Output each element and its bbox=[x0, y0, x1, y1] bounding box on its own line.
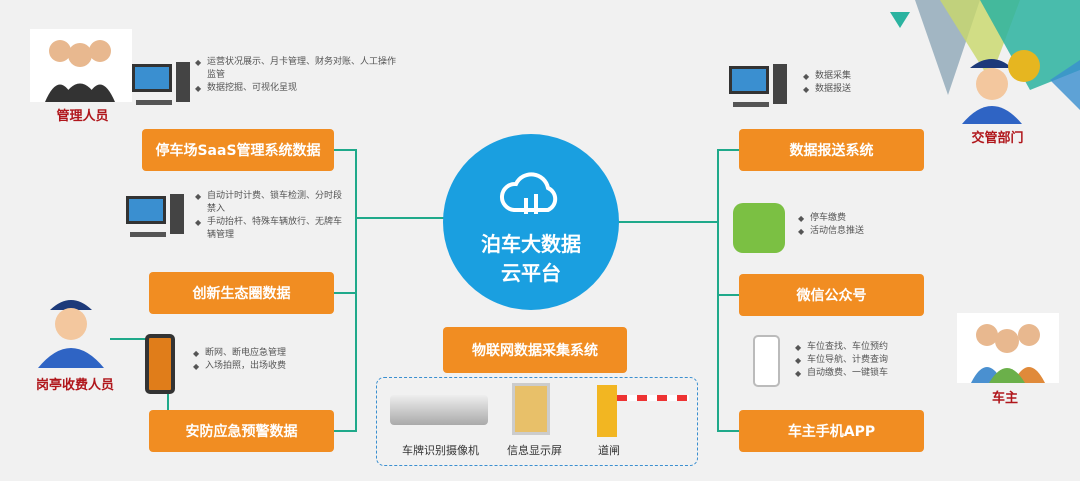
note-item: 车位导航、计费查询 bbox=[795, 354, 915, 367]
note-item: 数据采集 bbox=[803, 70, 913, 83]
decorative-triangles bbox=[890, 0, 1080, 110]
display-screen-icon bbox=[512, 383, 550, 435]
notes-wechat: 停车缴费 活动信息推送 bbox=[798, 212, 908, 238]
role-toll-collector: 岗亭收费人员 bbox=[35, 378, 114, 393]
notes-app: 车位查找、车位预约 车位导航、计费查询 自动缴费、一键锁车 bbox=[795, 341, 915, 380]
note-item: 入场拍照，出场收费 bbox=[193, 360, 323, 373]
security-alert-data-box: 安防应急预警数据 bbox=[149, 410, 334, 452]
note-item: 活动信息推送 bbox=[798, 225, 908, 238]
role-managers: 管理人员 bbox=[56, 109, 109, 124]
note-item: 断网、断电应急管理 bbox=[193, 347, 323, 360]
devices-group bbox=[376, 377, 698, 466]
toll-collector-image bbox=[30, 288, 112, 368]
role-traffic-dept: 交管部门 bbox=[971, 131, 1024, 146]
police-officer-icon bbox=[38, 300, 104, 368]
computer-icon bbox=[729, 64, 787, 107]
handheld-terminal-icon bbox=[145, 334, 175, 394]
people-icon bbox=[971, 324, 1045, 383]
note-item: 数据挖掘、可视化呈现 bbox=[195, 82, 400, 95]
notes-security: 断网、断电应急管理 入场拍照，出场收费 bbox=[193, 347, 323, 373]
platform-title: 泊车大数据 bbox=[481, 232, 581, 256]
note-item: 运营状况展示、月卡管理、财务对账、人工操作监管 bbox=[195, 56, 400, 82]
role-car-owners: 车主 bbox=[991, 391, 1018, 406]
mobile-app-box: 车主手机APP bbox=[739, 410, 924, 452]
connector bbox=[718, 430, 740, 432]
note-item: 停车缴费 bbox=[798, 212, 908, 225]
notes-report: 数据采集 数据报送 bbox=[803, 70, 913, 96]
people-icon bbox=[45, 40, 115, 102]
left-trunk-line bbox=[355, 149, 357, 432]
connector bbox=[334, 149, 356, 151]
device-label: 道闸 bbox=[598, 444, 620, 457]
barrier-gate-icon bbox=[597, 385, 617, 437]
device-label: 信息显示屏 bbox=[507, 444, 562, 457]
camera-icon bbox=[390, 395, 488, 425]
device-label: 车牌识别摄像机 bbox=[402, 444, 479, 457]
car-owners-image bbox=[957, 313, 1059, 383]
computer-icon bbox=[126, 194, 184, 237]
saas-data-box: 停车场SaaS管理系统数据 bbox=[142, 129, 334, 171]
platform-subtitle: 云平台 bbox=[501, 261, 561, 285]
notes-ecosystem: 自动计时计费、锁车检测、分时段禁入 手动抬杆、特殊车辆放行、无牌车辆管理 bbox=[195, 190, 350, 242]
note-item: 数据报送 bbox=[803, 83, 913, 96]
note-item: 自动计时计费、锁车检测、分时段禁入 bbox=[195, 190, 350, 216]
connector bbox=[718, 149, 740, 151]
wechat-icon bbox=[733, 203, 785, 253]
data-report-box: 数据报送系统 bbox=[739, 129, 924, 171]
note-item: 车位查找、车位预约 bbox=[795, 341, 915, 354]
cloud-icon bbox=[500, 172, 558, 214]
connector bbox=[334, 430, 356, 432]
connector bbox=[718, 294, 740, 296]
connector bbox=[356, 217, 446, 219]
computer-icon bbox=[132, 62, 190, 105]
connector bbox=[334, 292, 356, 294]
wechat-box: 微信公众号 bbox=[739, 274, 924, 316]
connector bbox=[612, 221, 718, 223]
connector bbox=[110, 338, 168, 340]
iot-box: 物联网数据采集系统 bbox=[443, 327, 627, 373]
barrier-arm bbox=[617, 395, 689, 401]
traffic-police-image bbox=[962, 44, 1044, 124]
police-badge-icon bbox=[962, 50, 1040, 124]
note-item: 自动缴费、一键锁车 bbox=[795, 367, 915, 380]
notes-saas: 运营状况展示、月卡管理、财务对账、人工操作监管 数据挖掘、可视化呈现 bbox=[195, 56, 400, 95]
managers-image bbox=[30, 29, 132, 102]
cloud-platform-circle: 泊车大数据 云平台 bbox=[443, 134, 619, 310]
ecosystem-data-box: 创新生态圈数据 bbox=[149, 272, 334, 314]
right-trunk-line bbox=[717, 149, 719, 432]
smartphone-icon bbox=[753, 335, 780, 387]
note-item: 手动抬杆、特殊车辆放行、无牌车辆管理 bbox=[195, 216, 350, 242]
